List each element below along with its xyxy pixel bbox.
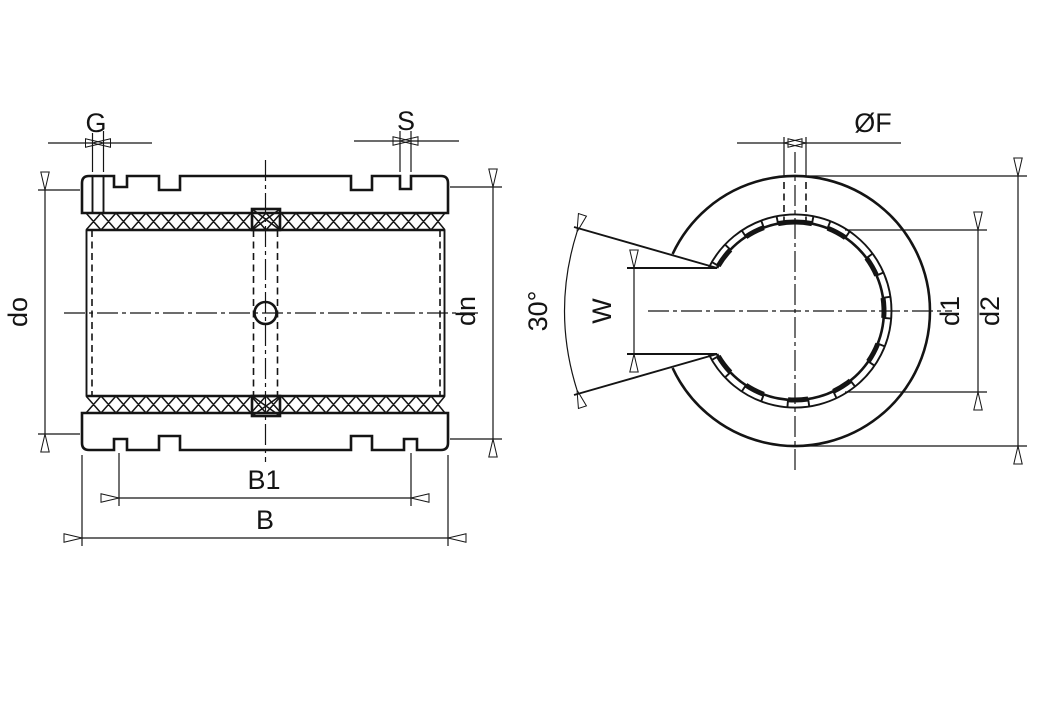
liner-crosshatch-bands: [85, 212, 446, 414]
slot-cone-bottom: [573, 353, 718, 396]
dim-label-w: W: [587, 298, 617, 324]
end-view: 30° W ØF d1 d2: [523, 108, 1027, 470]
shell-top-section: [80, 174, 450, 215]
slot-cone-top: [573, 226, 718, 269]
dim-label-g: G: [85, 108, 106, 138]
lubrication-hole-section: [253, 300, 278, 326]
dim-label-b: B: [256, 505, 274, 535]
dim-label-b1: B1: [247, 465, 280, 495]
dim-angle-arc: [563, 212, 588, 410]
dim-label-d1: d1: [935, 296, 965, 326]
side-section-view: G S do dn B1 B: [3, 106, 502, 546]
dim-label-do: do: [3, 297, 33, 327]
dim-label-f: ØF: [854, 108, 892, 138]
dim-label-angle: 30°: [523, 291, 553, 332]
dim-label-s: S: [397, 106, 415, 136]
dim-label-dn: dn: [451, 296, 481, 326]
shell-bottom-section: [80, 411, 450, 452]
dim-label-d2: d2: [975, 296, 1005, 326]
